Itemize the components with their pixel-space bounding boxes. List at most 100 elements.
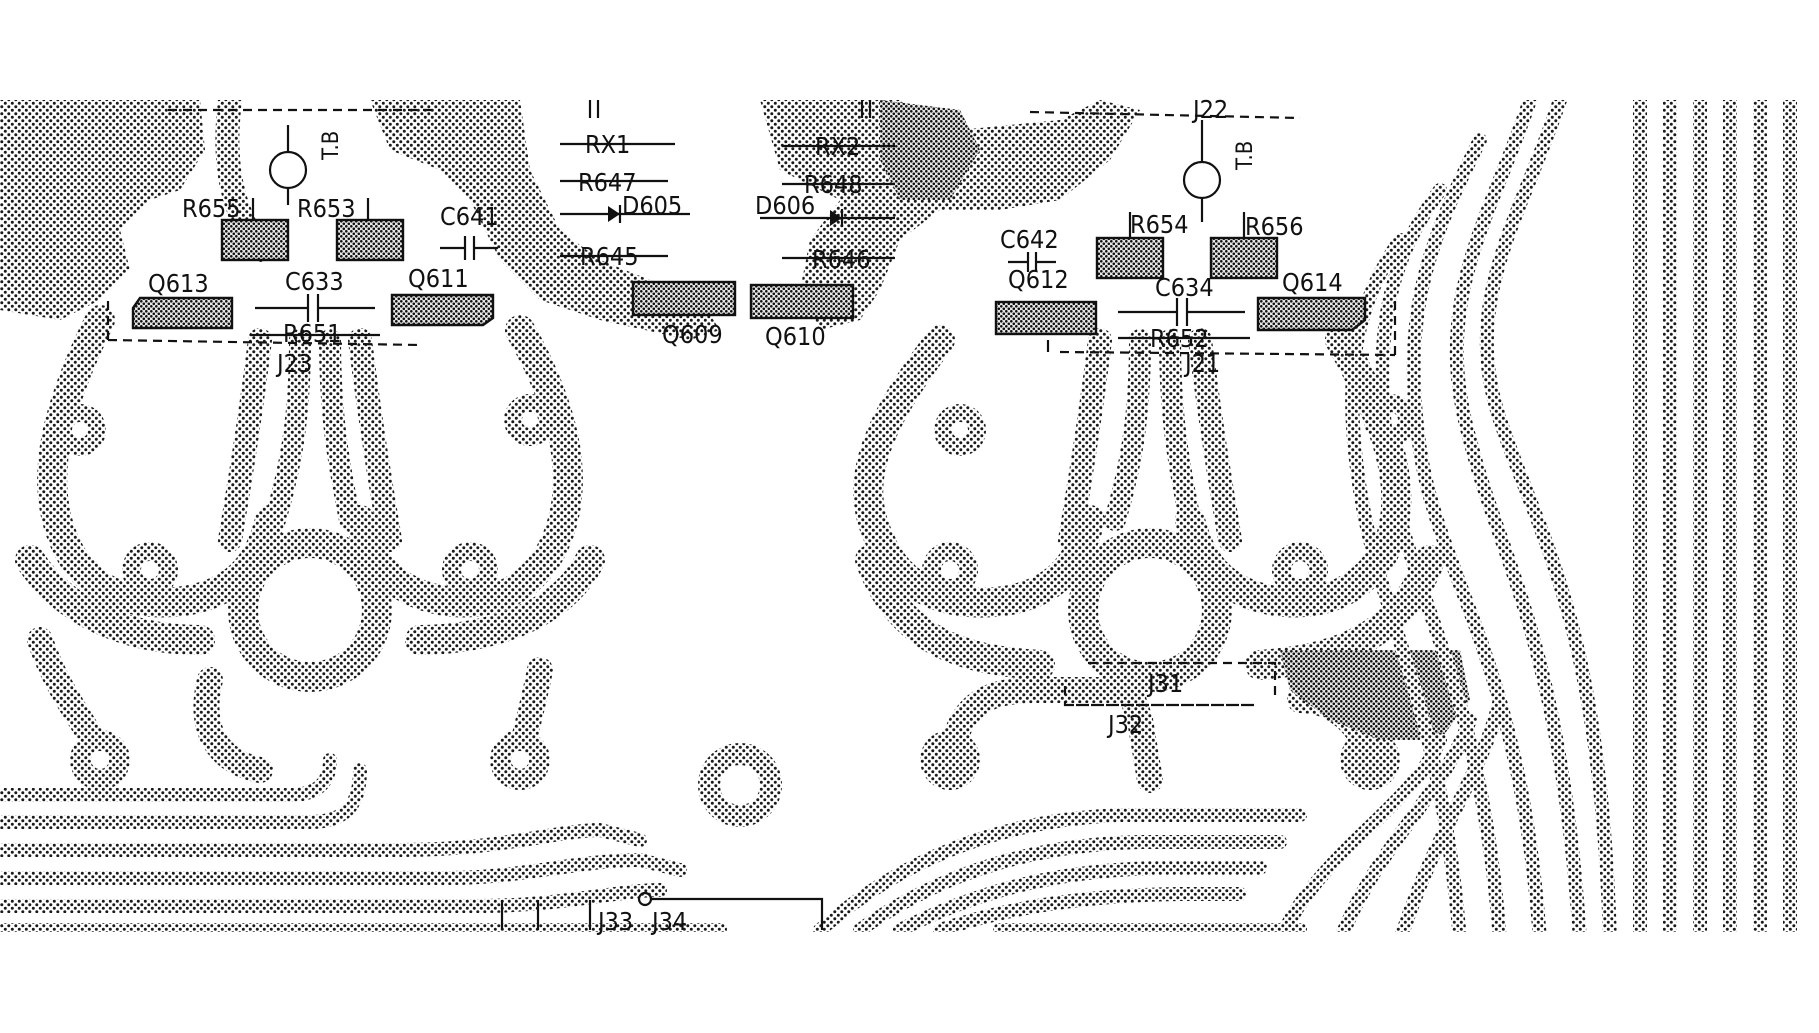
trace-tl-1 xyxy=(0,106,164,164)
label-rx1: RX1 xyxy=(585,130,630,159)
r654-body xyxy=(1095,236,1165,280)
trace-l-e xyxy=(264,329,311,531)
trace-r-e xyxy=(1104,329,1151,531)
r656-body xyxy=(1209,236,1279,280)
bottom-bus-3 xyxy=(0,823,647,857)
d605-triangle xyxy=(608,206,620,222)
j34-dot xyxy=(637,891,653,907)
r655-body xyxy=(220,218,290,262)
copper-top-center-dark xyxy=(880,100,980,200)
j34-bracket xyxy=(652,897,824,930)
trace-l-g xyxy=(15,545,215,655)
label-q611: Q611 xyxy=(408,264,469,293)
label-q612: Q612 xyxy=(1008,265,1069,294)
label-j22: J22 xyxy=(1191,95,1228,124)
tb-left-label: T.B xyxy=(319,131,344,161)
label-r648: R648 xyxy=(804,170,863,199)
outline-right-block xyxy=(1029,110,1397,357)
label-d606: D606 xyxy=(755,191,815,220)
copper-top-center-left xyxy=(370,100,720,340)
q611-body xyxy=(390,293,495,327)
c641-symbol xyxy=(440,236,498,260)
label-r647: R647 xyxy=(578,168,637,197)
label-j32: J32 xyxy=(1106,710,1143,739)
label-r645: R645 xyxy=(580,242,639,271)
copper-top-center-right xyxy=(760,100,1140,330)
c634-symbol xyxy=(1118,298,1245,326)
d606-triangle xyxy=(830,210,842,226)
bottom-bus-5 xyxy=(0,883,667,913)
r653-body xyxy=(335,218,405,262)
copper-layer xyxy=(0,100,1797,932)
label-j23: J23 xyxy=(275,349,312,378)
bottom-bus-2 xyxy=(0,763,367,829)
pad-center-ring-hole xyxy=(720,765,760,805)
trace-l-b xyxy=(345,315,583,618)
label-q614: Q614 xyxy=(1282,268,1343,297)
j31-box xyxy=(1063,661,1277,707)
right-bus-lines xyxy=(1276,100,1797,932)
label-j34: J34 xyxy=(650,907,687,936)
bottom-bus-8 xyxy=(853,835,1287,932)
pad-left-3-hole xyxy=(141,561,159,579)
pad-left-center-hole xyxy=(258,558,362,662)
tb-left: T.B xyxy=(268,125,344,205)
d605-symbol xyxy=(560,205,690,223)
trace-l-f xyxy=(319,329,361,531)
tb-right: T.B xyxy=(1182,120,1258,222)
pad-right-center-hole xyxy=(1098,558,1202,662)
pad-right-4-hole xyxy=(1291,561,1309,579)
c633-symbol xyxy=(255,294,375,322)
label-d605: D605 xyxy=(622,191,682,220)
pad-left-6-hole xyxy=(522,412,538,428)
bottom-bus-10 xyxy=(933,887,1247,932)
label-r652: R652 xyxy=(1150,324,1209,353)
trace-r-d xyxy=(1188,328,1242,552)
pad-left-4-hole xyxy=(461,561,479,579)
d606-symbol xyxy=(760,209,895,227)
label-q610: Q610 xyxy=(765,322,826,351)
label-c634: C634 xyxy=(1155,273,1214,302)
label-r651: R651 xyxy=(283,319,342,348)
bus-8 xyxy=(1449,100,1587,932)
label-j31: J31 xyxy=(1146,669,1183,698)
label-q613: Q613 xyxy=(148,269,209,298)
label-c642: C642 xyxy=(1000,225,1059,254)
pad-right-5-hole xyxy=(952,422,968,438)
q613-body xyxy=(131,296,234,330)
label-r653: R653 xyxy=(297,194,356,223)
tb-right-circle xyxy=(1182,160,1222,200)
left-pad-group xyxy=(15,305,605,790)
pad-left-1-hole xyxy=(91,751,109,769)
trace-r-i xyxy=(937,677,1163,793)
label-r655: R655 xyxy=(182,194,241,223)
bus-7 xyxy=(1479,100,1617,932)
trace-l-d xyxy=(348,328,402,552)
cap-top-left xyxy=(588,100,600,118)
trace-r-a xyxy=(853,325,1105,618)
c642-symbol xyxy=(1008,252,1056,272)
label-r656: R656 xyxy=(1245,212,1304,241)
bottom-bus-1 xyxy=(0,753,337,802)
bus-9 xyxy=(1406,133,1547,932)
label-j21: J21 xyxy=(1183,349,1220,378)
pad-left-5-hole xyxy=(72,422,88,438)
trace-l-c xyxy=(218,328,272,552)
label-j33: J33 xyxy=(596,907,633,936)
trace-r-c xyxy=(1058,328,1112,552)
tb-left-circle xyxy=(268,150,308,190)
silkscreen-layer: T.B T.B xyxy=(106,100,1397,930)
label-q609: Q609 xyxy=(662,320,723,349)
label-c641: C641 xyxy=(440,202,499,231)
labels-layer: R655 R653 C641 Q613 C633 Q611 R651 J23 R… xyxy=(148,95,1343,936)
trace-l-h xyxy=(405,545,605,655)
trace-l-j xyxy=(193,667,273,783)
bottom-bus-7 xyxy=(813,808,1307,932)
bus-14 xyxy=(1276,733,1447,932)
q614-body xyxy=(1256,296,1367,332)
q612-body xyxy=(994,300,1098,336)
pad-right-3-hole xyxy=(941,561,959,579)
bus-12 xyxy=(1395,693,1507,932)
bottom-bus-9 xyxy=(893,861,1267,932)
